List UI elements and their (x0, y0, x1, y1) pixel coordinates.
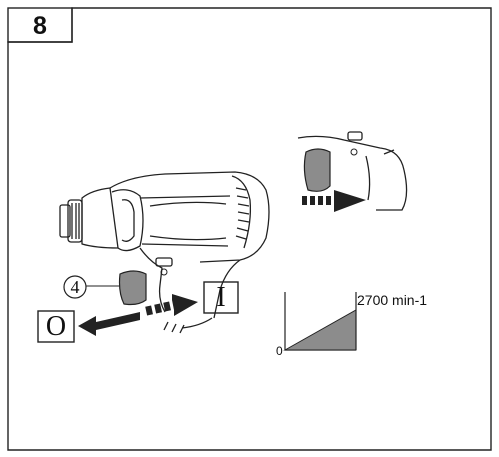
on-symbol: I (216, 282, 226, 313)
callout-circle (63, 275, 87, 299)
detail-press-arrow (302, 190, 366, 212)
speed-zero-label: 0 (276, 344, 283, 358)
press-arrow (145, 294, 198, 316)
impact-driver-drawing (59, 171, 270, 334)
trigger-switch (118, 270, 147, 306)
off-symbol-box (37, 310, 75, 343)
callout-number: 4 (70, 277, 80, 297)
on-symbol-box (203, 281, 239, 314)
figure-number: 8 (33, 12, 47, 40)
figure-border (7, 7, 492, 451)
trigger-detail-drawing (297, 131, 408, 211)
speed-ramp (283, 309, 357, 351)
detail-trigger (303, 148, 331, 192)
release-arrow (78, 312, 140, 336)
speed-max-label: 2700 min-1 (357, 292, 428, 308)
figure-number-box (7, 7, 73, 43)
off-symbol: O (45, 311, 67, 342)
